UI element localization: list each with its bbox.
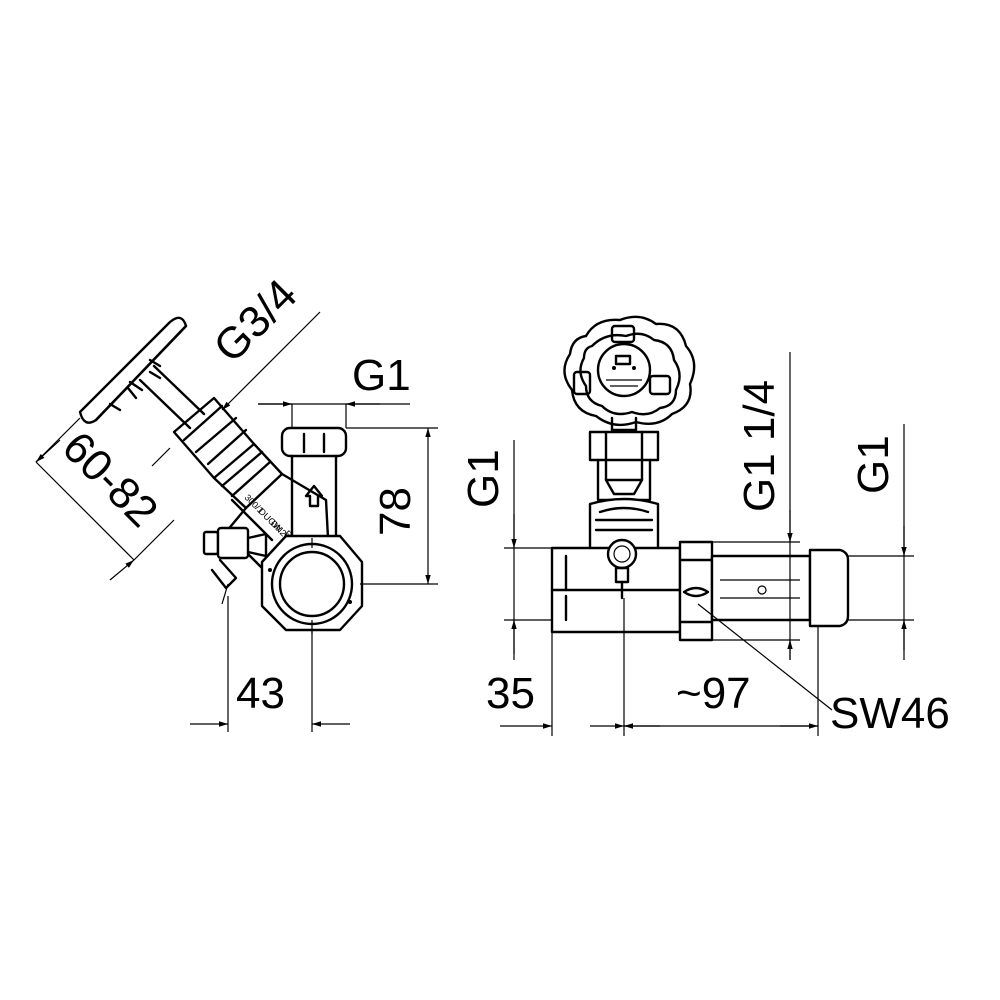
right-tailpiece: [710, 548, 850, 628]
left-union-nut: [260, 534, 364, 634]
dim-78: 78: [346, 427, 438, 585]
right-bonnet: [588, 416, 660, 502]
dim-g34-label: G3/4: [204, 270, 306, 372]
dim-g1-top: G1: [258, 351, 411, 428]
dim-78-label: 78: [371, 487, 420, 536]
left-vertical-pipe: [280, 426, 348, 542]
right-union-nut: [678, 540, 714, 642]
dim-g1-top-label: G1: [352, 351, 411, 400]
dim-g1-left-label: G1: [459, 449, 508, 508]
dim-g114-label: G1 1/4: [735, 380, 784, 512]
dim-97-label: ~97: [676, 669, 751, 718]
left-spindle: [138, 364, 284, 510]
left-drain-cock: [202, 526, 268, 605]
dim-g114: G1 1/4: [712, 352, 800, 660]
dim-35-97: 35 ~97: [486, 598, 819, 736]
dim-g1-right: G1: [848, 424, 914, 660]
left-handwheel: [78, 316, 188, 424]
right-valve-body: [550, 497, 682, 634]
right-valve-view: G1 G1 1/4 G1 35 ~97: [459, 315, 950, 738]
dim-43-label: 43: [236, 669, 285, 718]
dim-g34: G3/4: [204, 270, 321, 411]
dim-35-label: 35: [486, 669, 535, 718]
dim-6082: 60-82: [35, 417, 175, 581]
dim-sw46: SW46: [697, 603, 950, 738]
dim-43: 43: [190, 596, 350, 732]
dim-g1-left: G1: [459, 440, 552, 660]
dim-sw46-label: SW46: [830, 689, 950, 738]
dim-6082-label: 60-82: [53, 422, 167, 536]
left-valve-view: 300/1 DUGW DN20 DIN: [35, 270, 438, 732]
dim-g1-right-label: G1: [849, 435, 898, 494]
right-handwheel: [563, 315, 696, 427]
